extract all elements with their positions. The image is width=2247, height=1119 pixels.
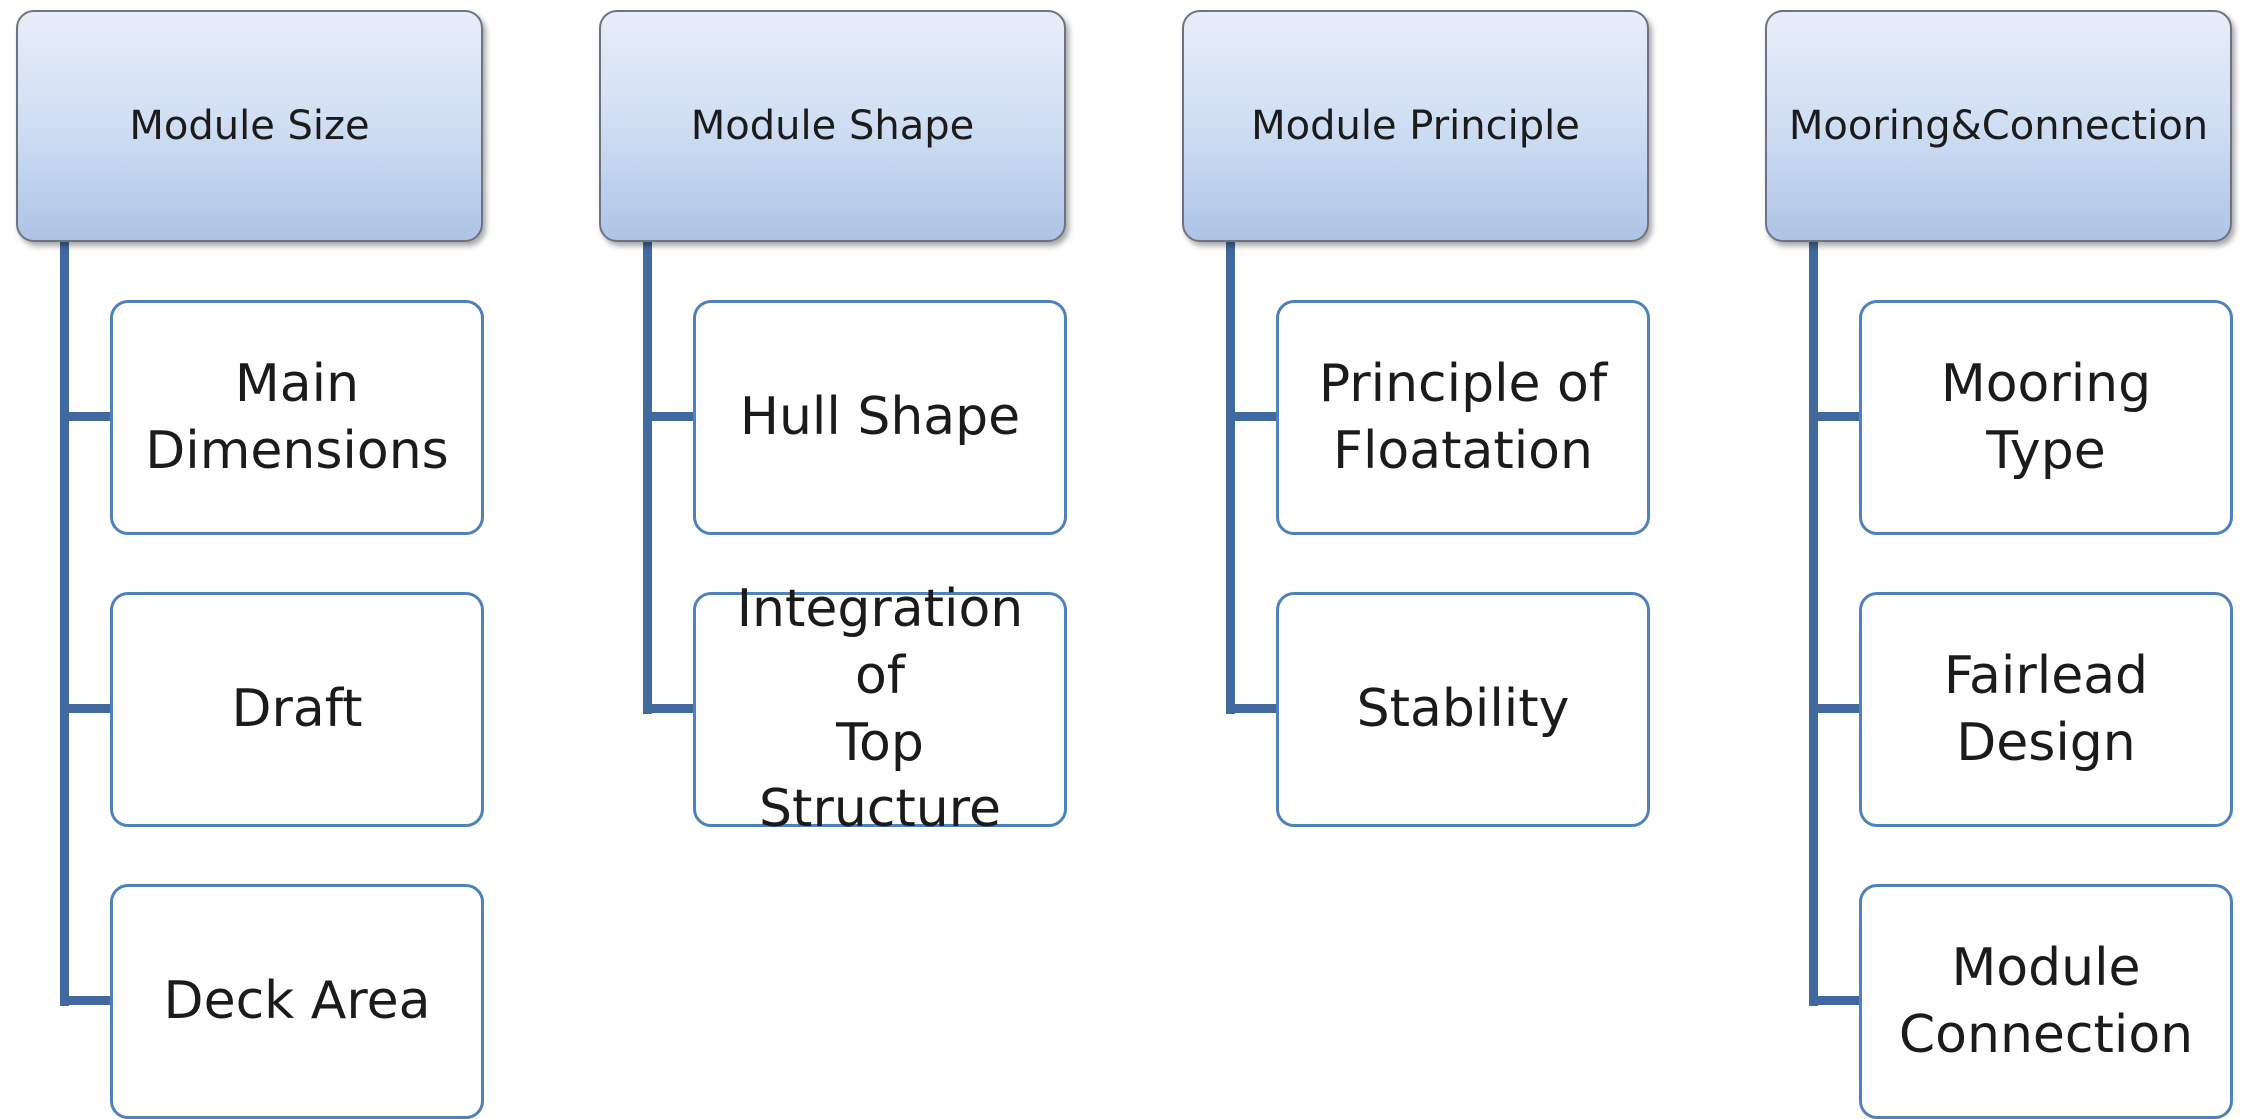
child-node-deck-area: Deck Area (60, 884, 484, 1119)
connector-line (60, 704, 112, 713)
connector-line (643, 412, 695, 421)
child-box: Draft (110, 592, 484, 827)
column-mooring-connection: Mooring&Connection Mooring Type Fairlead… (1765, 0, 2245, 1119)
hierarchy-spine (643, 240, 652, 714)
connector-line (60, 412, 112, 421)
hierarchy-spine (1226, 240, 1235, 714)
hierarchy-spine (1809, 240, 1818, 1006)
child-label: Mooring Type (1940, 353, 2152, 481)
column-module-size: Module Size Main Dimensions Draft Deck A… (16, 0, 496, 1119)
child-box: Main Dimensions (110, 300, 484, 535)
child-node-main-dimensions: Main Dimensions (60, 300, 484, 535)
child-node-fairlead-design: Fairlead Design (1809, 592, 2233, 827)
child-box: Deck Area (110, 884, 484, 1119)
connector-line (1226, 412, 1278, 421)
child-node-draft: Draft (60, 592, 484, 827)
child-label: Main Dimensions (145, 353, 449, 481)
header-label: Mooring&Connection (1788, 103, 2209, 149)
connector-line (643, 704, 695, 713)
column-module-shape: Module Shape Hull Shape Integration of T… (599, 0, 1079, 1118)
child-node-integration-of-top-structure: Integration of Top Structure (643, 579, 1067, 839)
child-label: Principle of Floatation (1318, 353, 1608, 481)
child-box: Integration of Top Structure (693, 579, 1067, 839)
child-box: Principle of Floatation (1276, 300, 1650, 535)
child-node-stability: Stability (1226, 592, 1650, 827)
connector-line (60, 996, 112, 1005)
connector-line (1226, 704, 1278, 713)
child-node-mooring-type: Mooring Type (1809, 300, 2233, 535)
header-label: Module Size (129, 103, 370, 149)
child-label: Hull Shape (739, 387, 1021, 448)
child-label: Module Connection (1898, 937, 2194, 1065)
child-label: Stability (1356, 679, 1570, 740)
child-label: Draft (231, 679, 363, 740)
header-label: Module Shape (690, 103, 975, 149)
child-node-hull-shape: Hull Shape (643, 300, 1067, 535)
header-module-size: Module Size (16, 10, 483, 242)
child-box: Mooring Type (1859, 300, 2233, 535)
connector-line (1809, 412, 1861, 421)
child-node-principle-of-floatation: Principle of Floatation (1226, 300, 1650, 535)
connector-line (1809, 704, 1861, 713)
header-module-principle: Module Principle (1182, 10, 1649, 242)
child-node-module-connection: Module Connection (1809, 884, 2233, 1119)
child-box: Stability (1276, 592, 1650, 827)
child-box: Module Connection (1859, 884, 2233, 1119)
header-mooring-connection: Mooring&Connection (1765, 10, 2232, 242)
header-label: Module Principle (1251, 103, 1580, 149)
header-module-shape: Module Shape (599, 10, 1066, 242)
child-box: Fairlead Design (1859, 592, 2233, 827)
child-box: Hull Shape (693, 300, 1067, 535)
child-label: Deck Area (163, 971, 431, 1032)
child-label: Integration of Top Structure (736, 579, 1024, 840)
column-module-principle: Module Principle Principle of Floatation… (1182, 0, 1662, 1118)
connector-line (1809, 996, 1861, 1005)
hierarchy-spine (60, 240, 69, 1006)
child-label: Fairlead Design (1943, 645, 2149, 773)
